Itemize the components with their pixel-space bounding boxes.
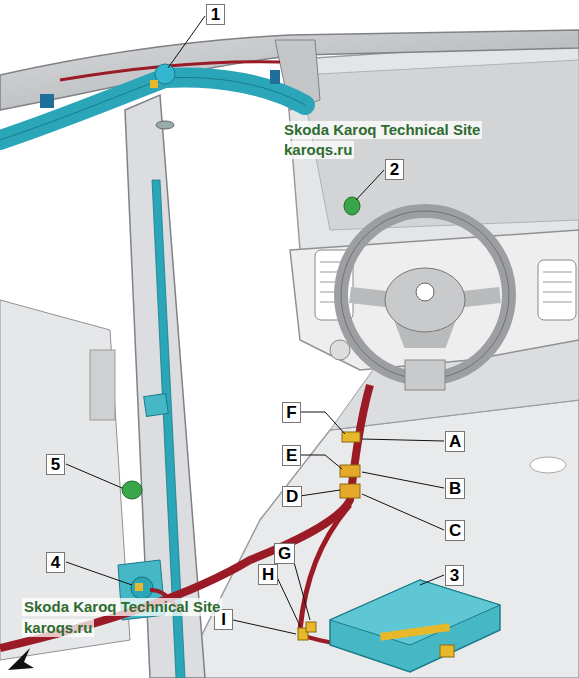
callout-letter: A <box>445 431 465 452</box>
watermark: karoqs.ru <box>282 141 354 159</box>
callout-letter: D <box>282 486 302 507</box>
callout-letter: E <box>282 445 301 466</box>
callout-letter: B <box>445 478 465 499</box>
callout-letter: C <box>445 520 465 541</box>
callout-letter: F <box>282 402 301 423</box>
callout-number: 2 <box>385 159 404 180</box>
callout-number: 4 <box>46 552 65 573</box>
watermark: karoqs.ru <box>22 619 94 637</box>
callout-number: 1 <box>206 4 225 25</box>
watermark: Skoda Karoq Technical Site <box>282 121 482 139</box>
callout-number: 5 <box>46 454 65 475</box>
callout-letter: G <box>274 543 295 564</box>
callout-number: 3 <box>445 565 464 586</box>
callout-letter: H <box>258 564 278 585</box>
watermark: Skoda Karoq Technical Site <box>22 598 222 616</box>
